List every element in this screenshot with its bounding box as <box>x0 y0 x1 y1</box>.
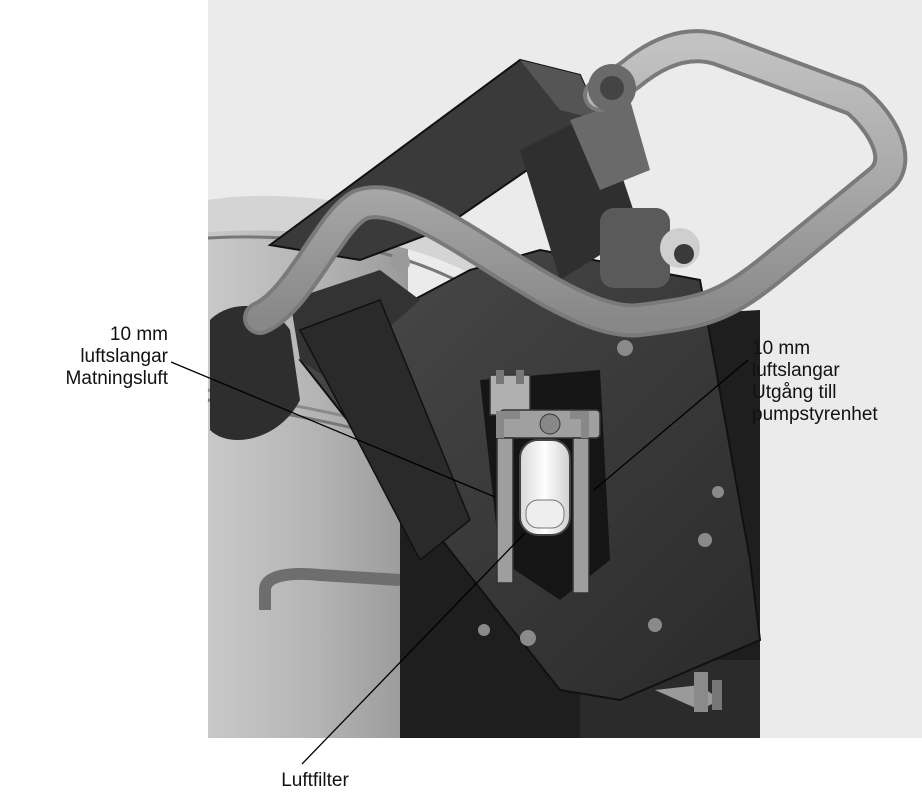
air-filter-assembly <box>489 370 601 594</box>
callout-lines <box>170 359 749 765</box>
leader-line-supply-air <box>170 361 496 498</box>
label-supply-air: 10 mm luftslangar Matningsluft <box>8 324 168 390</box>
label-supply-air-line1: 10 mm <box>109 324 168 345</box>
leader-line-output-air <box>593 359 749 491</box>
leader-line-filter <box>301 532 526 765</box>
label-output-air-line3: Utgång till <box>752 382 837 403</box>
label-supply-air-line2: luftslangar <box>80 346 168 367</box>
handle-bar <box>243 29 908 338</box>
pivot-arm <box>210 270 471 562</box>
label-output-air-line2: luftslangar <box>752 360 840 381</box>
label-air-filter: Luftfilter <box>260 770 370 792</box>
label-output-air-line4: pumpstyrenhet <box>752 404 878 425</box>
label-supply-air-line3: Matningsluft <box>65 368 168 389</box>
label-output-air-line1: 10 mm <box>752 338 811 359</box>
label-output-air: 10 mm luftslangar Utgång till pumpstyren… <box>752 338 922 426</box>
label-air-filter-text: Luftfilter <box>281 770 349 791</box>
